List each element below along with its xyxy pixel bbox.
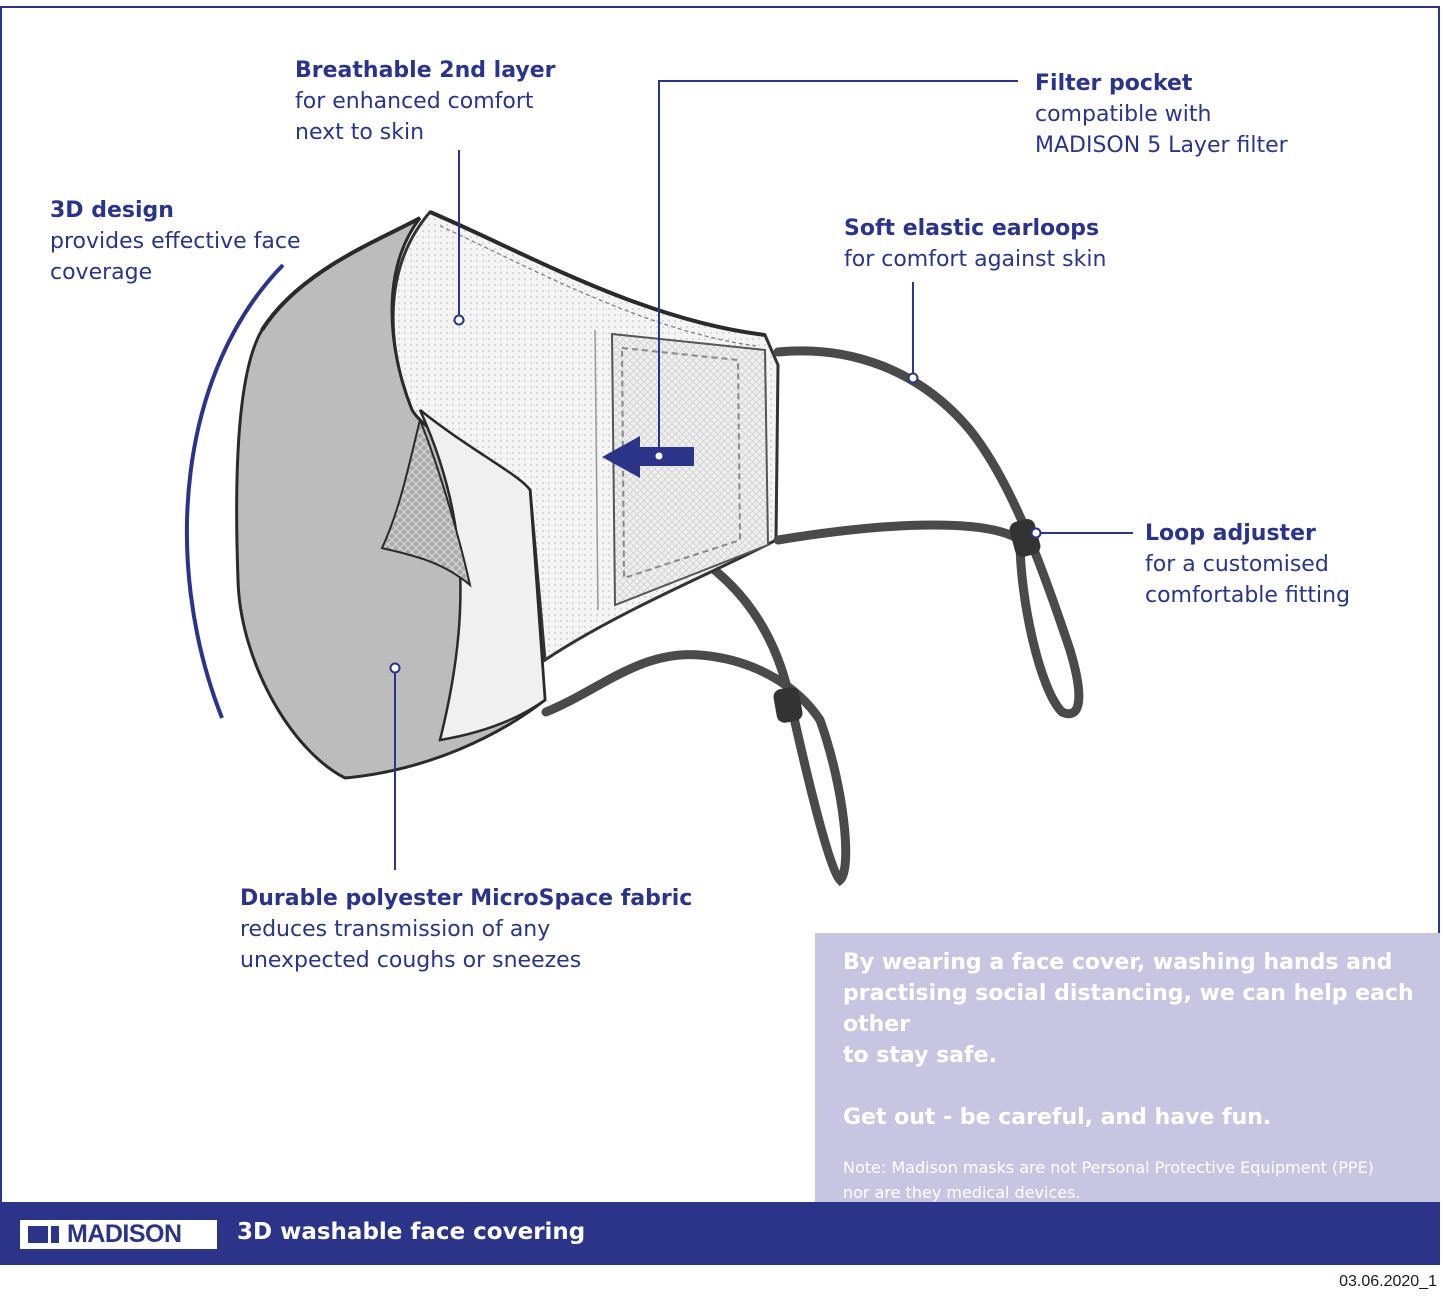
coverage-arc xyxy=(184,263,285,719)
label-fabric: Durable polyester MicroSpace fabric redu… xyxy=(240,886,693,973)
footer-bar: MADISON 3D washable face covering xyxy=(0,1202,1440,1265)
label-breathable-layer: Breathable 2nd layer for enhanced comfor… xyxy=(295,58,556,145)
product-title: 3D washable face covering xyxy=(237,1219,586,1245)
madison-logo: MADISON xyxy=(20,1220,217,1249)
filter-pocket xyxy=(610,332,770,607)
ppe-note: Note: Madison masks are not Personal Pro… xyxy=(843,1158,1374,1202)
safety-info-panel: By wearing a face cover, washing hands a… xyxy=(815,933,1440,1202)
loop-adjuster-rear xyxy=(773,687,803,723)
rear-earloop xyxy=(535,500,851,887)
diagram-frame xyxy=(0,6,1440,1202)
version-stamp: 03.06.2020_1 xyxy=(1339,1273,1437,1290)
label-earloops: Soft elastic earloops for comfort agains… xyxy=(844,216,1107,272)
label-filter-pocket: Filter pocket compatible with MADISON 5 … xyxy=(1035,71,1288,158)
safety-tagline: Get out - be careful, and have fun. xyxy=(843,1105,1272,1130)
front-earloop xyxy=(773,346,1084,719)
label-loop-adjuster: Loop adjuster for a customised comfortab… xyxy=(1145,521,1351,608)
label-3d-design: 3D design provides effective face covera… xyxy=(50,198,301,285)
loop-adjuster-front xyxy=(1009,519,1041,557)
safety-message: By wearing a face cover, washing hands a… xyxy=(843,950,1414,1068)
logo-bars-icon xyxy=(28,1226,62,1243)
logo-wordmark: MADISON xyxy=(67,1220,182,1248)
filter-arrow-icon xyxy=(602,436,694,478)
